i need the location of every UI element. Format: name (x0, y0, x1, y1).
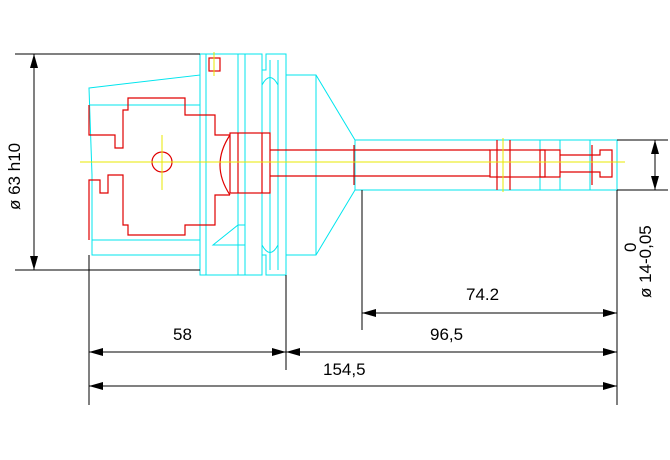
dim-diameter-shank: ø 14-0,05 (636, 225, 655, 298)
tool-holder-outline (88, 53, 618, 276)
internal-hidden-lines (88, 57, 613, 240)
dim-diameter-flange: ø 63 h10 (5, 143, 24, 210)
centerlines (80, 52, 625, 192)
dim-length-total: 154,5 (323, 360, 366, 379)
dim-length-58: 58 (173, 325, 192, 344)
dimension-lines (15, 53, 668, 405)
dim-tolerance-upper: 0 (621, 243, 640, 252)
dim-length-96-5: 96,5 (430, 325, 463, 344)
dim-length-74-2: 74.2 (466, 285, 499, 304)
